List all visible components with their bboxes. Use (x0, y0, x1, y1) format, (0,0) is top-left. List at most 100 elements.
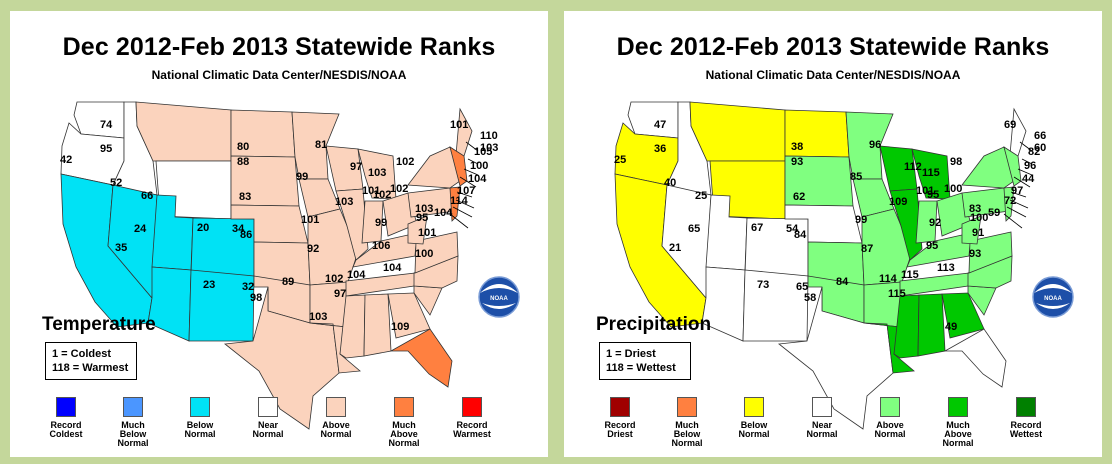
temperature-rank-nj: 107 (457, 185, 475, 197)
precipitation-rank-nm: 65 (796, 281, 808, 293)
precipitation-rank-la: 115 (888, 288, 906, 300)
precipitation-rank-mt: 36 (654, 143, 666, 155)
precipitation-legend-swatch (744, 397, 764, 417)
temperature-state-il (335, 188, 369, 261)
temperature-rank-ca: 35 (115, 242, 127, 254)
temperature-rank-sc: 100 (415, 248, 433, 260)
precipitation-rank-oh: 95 (927, 189, 939, 201)
temperature-rank-or: 42 (60, 154, 72, 166)
temperature-rank-ga: 104 (383, 262, 402, 274)
temperature-rank-in: 101 (362, 185, 380, 197)
temperature-state-al (363, 293, 392, 357)
temperature-leader-line (463, 168, 479, 176)
temperature-rank-me: 101 (450, 119, 468, 131)
precipitation-legend-label: Above Normal (874, 420, 906, 439)
precipitation-leader-line (1017, 168, 1033, 176)
precipitation-rank-fl: 49 (945, 321, 957, 333)
precipitation-rank-ga: 113 (937, 262, 955, 274)
temperature-rank-tn: 106 (372, 240, 390, 252)
precipitation-state-wv (961, 215, 982, 245)
temperature-legend-label: Above Normal (320, 420, 352, 439)
precipitation-leader-line (1013, 176, 1031, 188)
precipitation-legend-label: Below Normal (738, 420, 770, 439)
temperature-rank-wa: 74 (100, 119, 113, 131)
temperature-rank-wi: 97 (350, 161, 362, 173)
temperature-rank-il: 103 (335, 196, 353, 208)
temperature-leader-line (459, 176, 477, 188)
temperature-rank-mn: 81 (315, 139, 327, 151)
precipitation-rank-nh: 60 (1034, 142, 1046, 154)
temperature-state-tx (223, 286, 340, 430)
temperature-leader-line (456, 191, 473, 198)
precipitation-rank-tx: 58 (804, 292, 816, 304)
temperature-rank-ri: 104 (468, 173, 487, 185)
temperature-state-wa (73, 101, 125, 139)
precipitation-rank-pa: 100 (944, 183, 962, 195)
temperature-rank-pa: 102 (390, 183, 408, 195)
temperature-rank-ma: 105 (474, 146, 492, 158)
temperature-leader-line (467, 158, 479, 165)
temperature-rank-md: 104 (434, 207, 453, 219)
precipitation-rank-ut: 67 (751, 222, 763, 234)
precipitation-state-az (701, 266, 746, 342)
precipitation-rank-ne: 62 (793, 191, 805, 203)
precipitation-legend-item: Record Driest (585, 397, 655, 439)
precipitation-leader-line (1009, 199, 1029, 209)
precipitation-legend-swatch (812, 397, 832, 417)
temperature-rank-la: 97 (334, 288, 346, 300)
precipitation-rank-nv: 65 (688, 223, 700, 235)
temperature-legend-label: Much Above Normal (388, 420, 420, 448)
temperature-rank-ut: 20 (197, 222, 209, 234)
temperature-rank-ms: 102 (325, 273, 343, 285)
temperature-title: Dec 2012-Feb 2013 Statewide Ranks (62, 33, 496, 61)
temperature-rank-ks: 86 (240, 229, 252, 241)
precipitation-rank-ma: 82 (1028, 146, 1040, 158)
temperature-legend-swatch (190, 397, 210, 417)
precipitation-rank-ri: 44 (1022, 173, 1035, 185)
temperature-subtitle: National Climatic Data Center/NESDIS/NOA… (151, 68, 407, 82)
precipitation-legend-swatch (880, 397, 900, 417)
temperature-legend-swatch (462, 397, 482, 417)
precipitation-rank-il: 109 (889, 196, 907, 208)
temperature-rank-de: 114 (450, 195, 469, 207)
temperature-rank-ia: 99 (296, 171, 308, 183)
precipitation-legend-item: Much Above Normal (923, 397, 993, 448)
precipitation-rank-co: 54 (786, 223, 799, 235)
temperature-rank-wv: 103 (415, 203, 433, 215)
temperature-state-ms (339, 294, 366, 359)
temperature-legend-swatch (258, 397, 278, 417)
temperature-rank-id: 52 (110, 177, 122, 189)
temperature-rank-mt: 95 (100, 143, 112, 155)
temperature-state-fl (389, 328, 453, 388)
temperature-legend-swatch (326, 397, 346, 417)
temperature-rank-wy: 66 (141, 190, 153, 202)
temperature-noaa-logo-icon: NOAA (478, 276, 520, 318)
temperature-state-az (147, 266, 192, 342)
precipitation-rank-nd: 38 (791, 141, 803, 153)
temperature-rank-nd: 80 (237, 141, 249, 153)
precipitation-rank-md: 59 (988, 207, 1000, 219)
temperature-legend-item: Below Normal (165, 397, 235, 439)
temperature-legend-label: Below Normal (184, 420, 216, 439)
precipitation-legend-item: Below Normal (719, 397, 789, 439)
precipitation-state-mi (911, 148, 951, 200)
temperature-rank-va: 95 (416, 212, 428, 224)
temperature-rank-az: 23 (203, 279, 215, 291)
precipitation-rank-ny: 98 (950, 156, 962, 168)
precipitation-rank-sc: 93 (969, 248, 981, 260)
precipitation-rank-or: 25 (614, 154, 626, 166)
precipitation-state-me (1009, 107, 1027, 157)
temperature-legend-item: Record Coldest (31, 397, 101, 439)
temperature-leader-line (455, 199, 475, 209)
precipitation-legend-swatch (1016, 397, 1036, 417)
precipitation-legend-label: Much Below Normal (671, 420, 703, 448)
precipitation-rank-az: 73 (757, 279, 769, 291)
temperature-rank-sd: 88 (237, 156, 249, 168)
temperature-panel: Dec 2012-Feb 2013 Statewide Ranks Nation… (10, 11, 548, 457)
precipitation-state-tx (777, 286, 894, 430)
precipitation-state-nj (1003, 186, 1015, 222)
precipitation-noaa-logo-icon: NOAA (1032, 276, 1074, 318)
precipitation-legend-swatch (677, 397, 697, 417)
